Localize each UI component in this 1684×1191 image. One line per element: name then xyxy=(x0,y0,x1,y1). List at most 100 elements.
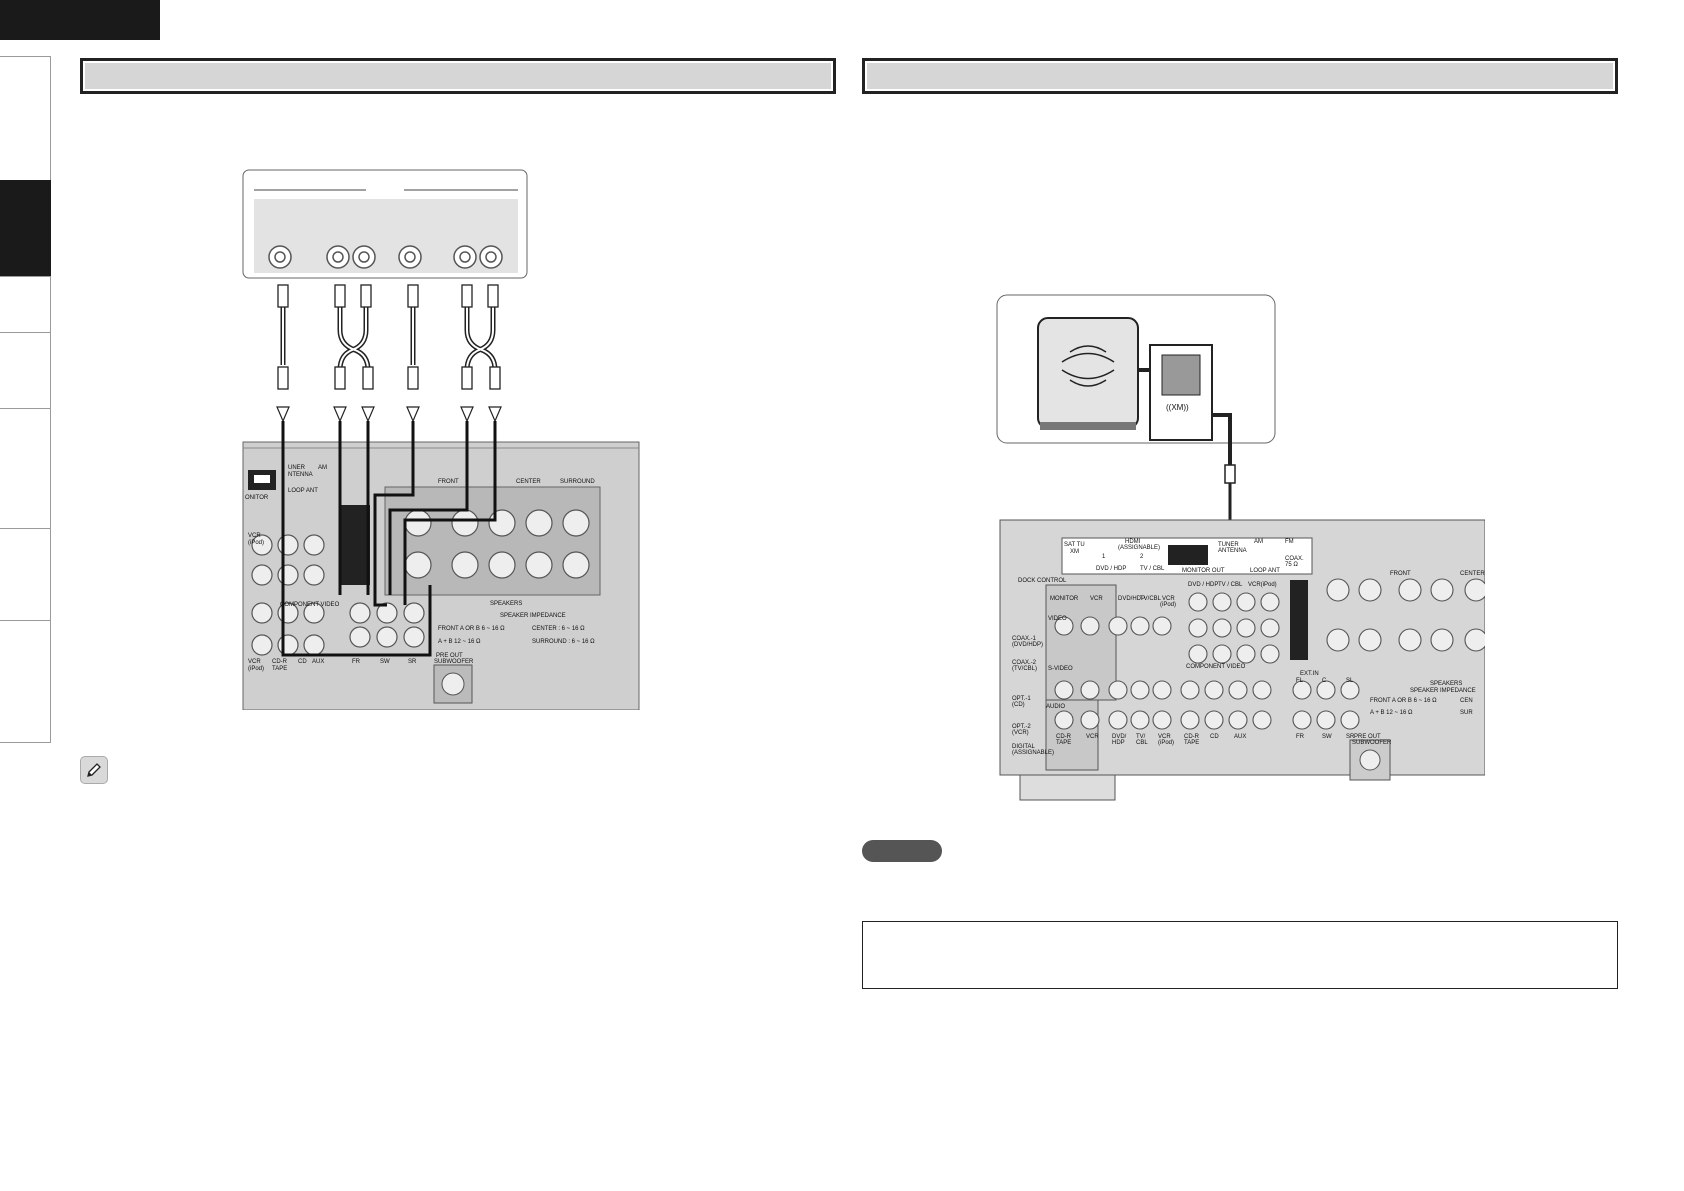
svg-text:AM: AM xyxy=(318,465,327,471)
svg-text:SUBWOOFER: SUBWOOFER xyxy=(434,659,474,665)
svg-text:VCR: VCR xyxy=(1086,734,1099,740)
svg-text:VCR: VCR xyxy=(1090,596,1103,602)
svg-text:DIGITAL: DIGITAL xyxy=(1012,744,1036,750)
svg-text:(CD): (CD) xyxy=(1012,702,1025,708)
svg-text:FRONT A OR B 6 ~ 16 Ω: FRONT A OR B 6 ~ 16 Ω xyxy=(1370,698,1437,704)
svg-text:OPT.-2: OPT.-2 xyxy=(1012,724,1031,730)
svg-text:C: C xyxy=(1322,678,1327,684)
top-tab xyxy=(0,0,160,40)
svg-text:DVD / HDP: DVD / HDP xyxy=(1096,566,1126,572)
arrows xyxy=(276,406,502,423)
svg-text:SUBWOOFER: SUBWOOFER xyxy=(1352,740,1392,746)
svg-text:SURROUND: SURROUND xyxy=(560,479,595,485)
rca-cables xyxy=(280,305,498,371)
svg-text:(iPod): (iPod) xyxy=(248,666,264,672)
svg-text:SUR: SUR xyxy=(1460,710,1473,716)
svg-text:DVD / HDP: DVD / HDP xyxy=(1188,582,1218,588)
svg-text:UNER: UNER xyxy=(288,465,306,471)
side-tab-divider xyxy=(0,742,51,743)
side-tab-1[interactable] xyxy=(0,56,51,180)
side-tab-6[interactable] xyxy=(0,528,51,620)
svg-text:EXT.IN: EXT.IN xyxy=(1300,671,1319,677)
svg-text:(ASSIGNABLE): (ASSIGNABLE) xyxy=(1012,750,1054,756)
svg-text:DOCK CONTROL: DOCK CONTROL xyxy=(1018,578,1067,584)
svg-text:(DVD/HDP): (DVD/HDP) xyxy=(1012,642,1043,648)
svg-text:HDP: HDP xyxy=(1112,740,1125,746)
left-section-header xyxy=(80,58,836,94)
svg-text:FRONT: FRONT xyxy=(438,479,459,485)
source-device xyxy=(242,169,528,279)
side-tab-2-active[interactable] xyxy=(0,180,51,276)
side-tab-5[interactable] xyxy=(0,408,51,528)
svg-text:VCR(iPod): VCR(iPod) xyxy=(1248,582,1277,588)
svg-text:SR: SR xyxy=(408,659,417,665)
svg-text:A + B 12 ~ 16 Ω: A + B 12 ~ 16 Ω xyxy=(1370,710,1413,716)
svg-text:TV/CBL: TV/CBL xyxy=(1140,596,1162,602)
svg-text:AUX: AUX xyxy=(1234,734,1246,740)
svg-text:TAPE: TAPE xyxy=(1056,740,1071,746)
info-box xyxy=(862,921,1618,989)
svg-text:CENTER: CENTER xyxy=(516,479,541,485)
svg-text:XM: XM xyxy=(1070,549,1079,555)
svg-text:DVD/: DVD/ xyxy=(1112,734,1127,740)
svg-text:MONITOR: MONITOR xyxy=(1050,596,1079,602)
svg-text:SR: SR xyxy=(1346,734,1355,740)
svg-text:A + B 12 ~ 16 Ω: A + B 12 ~ 16 Ω xyxy=(438,639,481,645)
svg-text:LOOP ANT: LOOP ANT xyxy=(288,488,318,494)
svg-text:NTENNA: NTENNA xyxy=(288,472,313,478)
svg-text:CENTER: CENTER xyxy=(1460,571,1485,577)
svg-text:VCR: VCR xyxy=(248,533,261,539)
svg-text:FM: FM xyxy=(1285,539,1294,545)
svg-text:(iPod): (iPod) xyxy=(1160,602,1176,608)
svg-text:TAPE: TAPE xyxy=(1184,740,1199,746)
svg-text:CD: CD xyxy=(1210,734,1219,740)
svg-text:CD: CD xyxy=(298,659,307,665)
svg-text:TV/: TV/ xyxy=(1136,734,1146,740)
svg-text:CD-R: CD-R xyxy=(272,659,288,665)
side-tab-7[interactable] xyxy=(0,620,51,742)
svg-text:(TV/CBL): (TV/CBL) xyxy=(1012,666,1037,672)
note-label-pill xyxy=(862,840,942,862)
svg-text:AM: AM xyxy=(1254,539,1263,545)
svg-text:VCR: VCR xyxy=(248,659,261,665)
svg-text:SL: SL xyxy=(1346,678,1354,684)
svg-text:CENTER : 6 ~ 16 Ω: CENTER : 6 ~ 16 Ω xyxy=(532,626,585,632)
svg-text:ONITOR: ONITOR xyxy=(245,495,269,501)
svg-text:(ASSIGNABLE): (ASSIGNABLE) xyxy=(1118,545,1160,551)
svg-text:COAX.-2: COAX.-2 xyxy=(1012,660,1037,666)
svg-text:SW: SW xyxy=(380,659,390,665)
svg-text:(VCR): (VCR) xyxy=(1012,730,1029,736)
svg-text:COAX.: COAX. xyxy=(1285,556,1304,562)
svg-text:SPEAKERS: SPEAKERS xyxy=(1430,681,1462,687)
svg-text:(iPod): (iPod) xyxy=(1158,740,1174,746)
svg-text:DVD/HDP: DVD/HDP xyxy=(1118,596,1145,602)
svg-text:TAPE: TAPE xyxy=(272,666,287,672)
svg-text:FRONT A OR B 6 ~ 16 Ω: FRONT A OR B 6 ~ 16 Ω xyxy=(438,626,505,632)
svg-text:FR: FR xyxy=(352,659,361,665)
svg-text:VCR: VCR xyxy=(1162,596,1175,602)
svg-text:ANTENNA: ANTENNA xyxy=(1218,548,1247,554)
svg-text:CD-R: CD-R xyxy=(1184,734,1200,740)
svg-text:CD-R: CD-R xyxy=(1056,734,1072,740)
side-tab-4[interactable] xyxy=(0,332,51,408)
right-section-header xyxy=(862,58,1618,94)
svg-text:SPEAKER IMPEDANCE: SPEAKER IMPEDANCE xyxy=(500,613,566,619)
svg-text:MONITOR OUT: MONITOR OUT xyxy=(1182,568,1225,574)
svg-text:S-VIDEO: S-VIDEO xyxy=(1048,666,1073,672)
svg-text:(iPod): (iPod) xyxy=(248,540,264,546)
svg-text:HDMI: HDMI xyxy=(1125,539,1141,545)
svg-text:SPEAKER IMPEDANCE: SPEAKER IMPEDANCE xyxy=(1410,688,1476,694)
svg-text:SURROUND : 6 ~ 16 Ω: SURROUND : 6 ~ 16 Ω xyxy=(532,639,595,645)
svg-text:COMPONENT VIDEO: COMPONENT VIDEO xyxy=(1186,664,1246,670)
svg-text:75 Ω: 75 Ω xyxy=(1285,562,1298,568)
xm-antenna-box: ((XM)) xyxy=(996,294,1276,468)
svg-text:TUNER: TUNER xyxy=(1218,542,1239,548)
svg-text:SAT TU: SAT TU xyxy=(1064,542,1085,548)
svg-text:LOOP ANT: LOOP ANT xyxy=(1250,568,1280,574)
svg-text:FL: FL xyxy=(1296,678,1304,684)
side-tab-3[interactable] xyxy=(0,276,51,332)
